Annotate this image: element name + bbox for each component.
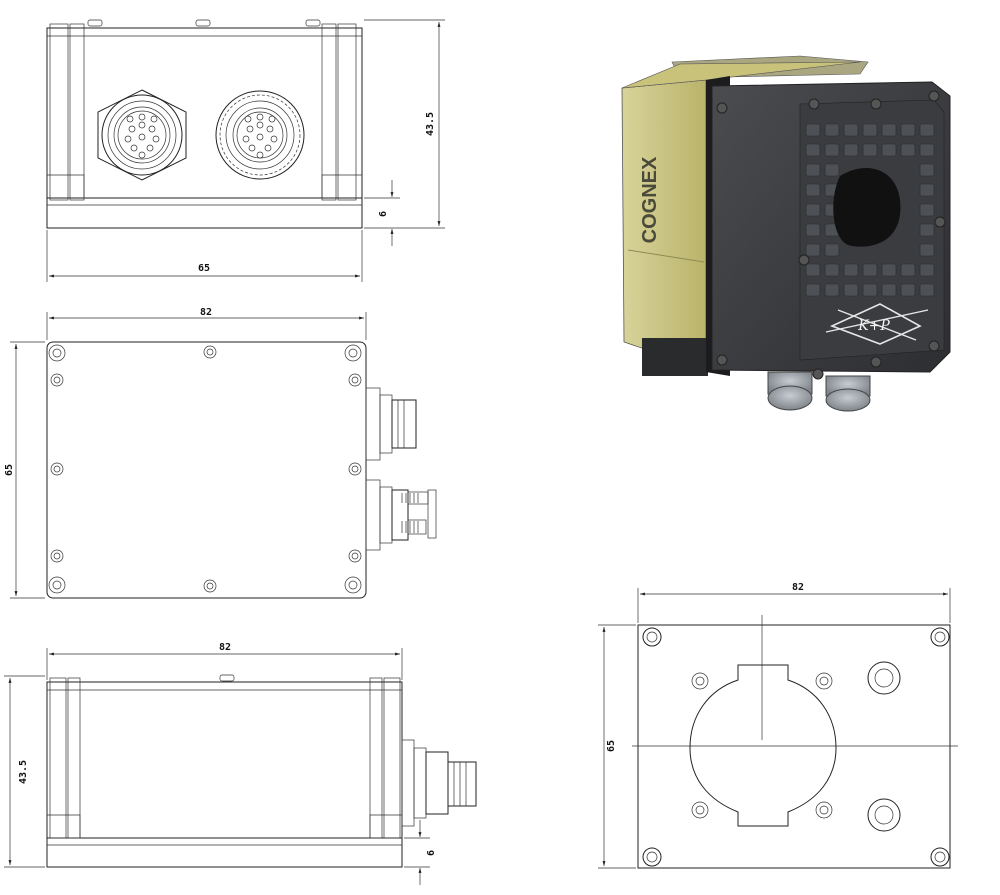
led-cell [805,243,821,257]
product-connectors [767,371,871,412]
led-cell [919,183,935,197]
led-cell [881,123,897,137]
led-cell [805,143,821,157]
led-cell [862,143,878,157]
led-cell [881,283,897,297]
led-cell [824,283,840,297]
side-view: 82 43.5 6 [4,642,477,885]
led-cell [805,203,821,217]
top-view-screws [48,344,362,594]
brand-label: COGNEX [639,156,661,243]
led-cell [805,283,821,297]
led-cell [805,183,821,197]
led-array [805,123,935,297]
front-view: 65 43.5 6 [46,19,445,282]
mount-height-dim: 65 [606,740,617,752]
led-cell [805,223,821,237]
led-cell [805,123,821,137]
led-cell [862,263,878,277]
led-cell [919,283,935,297]
housing-screws [716,90,946,380]
logo-text: K+P [857,318,890,334]
mount-width-dim: 82 [792,582,804,593]
led-cell [824,143,840,157]
led-cell [862,283,878,297]
led-cell [843,263,859,277]
led-cell [824,163,840,177]
lens-window [833,168,901,247]
mount-lens-opening [689,664,837,827]
top-view: 82 65 [4,307,437,599]
led-cell [900,283,916,297]
side-view-connector [401,739,477,827]
led-cell [843,283,859,297]
led-cell [919,223,935,237]
led-cell [843,123,859,137]
led-cell [805,163,821,177]
mount-view: 82 65 [598,582,958,869]
top-height-dim: 65 [4,464,15,476]
led-cell [919,123,935,137]
front-connector-left [97,89,187,181]
front-width-dim: 65 [198,263,210,274]
led-cell [881,143,897,157]
front-connector-right [215,90,305,180]
front-height-dim: 43.5 [425,112,436,136]
top-width-dim: 82 [200,307,212,318]
led-cell [900,123,916,137]
side-height-dim: 43.5 [18,760,29,784]
led-cell [900,143,916,157]
led-cell [919,143,935,157]
mount-holes [642,627,950,867]
led-cell [805,263,821,277]
top-view-connectors [365,387,437,551]
side-width-dim: 82 [219,642,231,653]
led-cell [824,263,840,277]
led-cell [919,163,935,177]
led-cell [900,263,916,277]
led-cell [824,123,840,137]
led-cell [919,203,935,217]
led-cell [843,143,859,157]
side-base-dim: 6 [426,850,437,856]
led-cell [919,243,935,257]
led-cell [824,243,840,257]
kp-logo-icon: K+P [825,303,929,345]
led-cell [919,263,935,277]
product-3d-render: COGNEX K+P [621,55,951,412]
led-cell [881,263,897,277]
led-cell [862,123,878,137]
front-base-dim: 6 [378,211,389,217]
